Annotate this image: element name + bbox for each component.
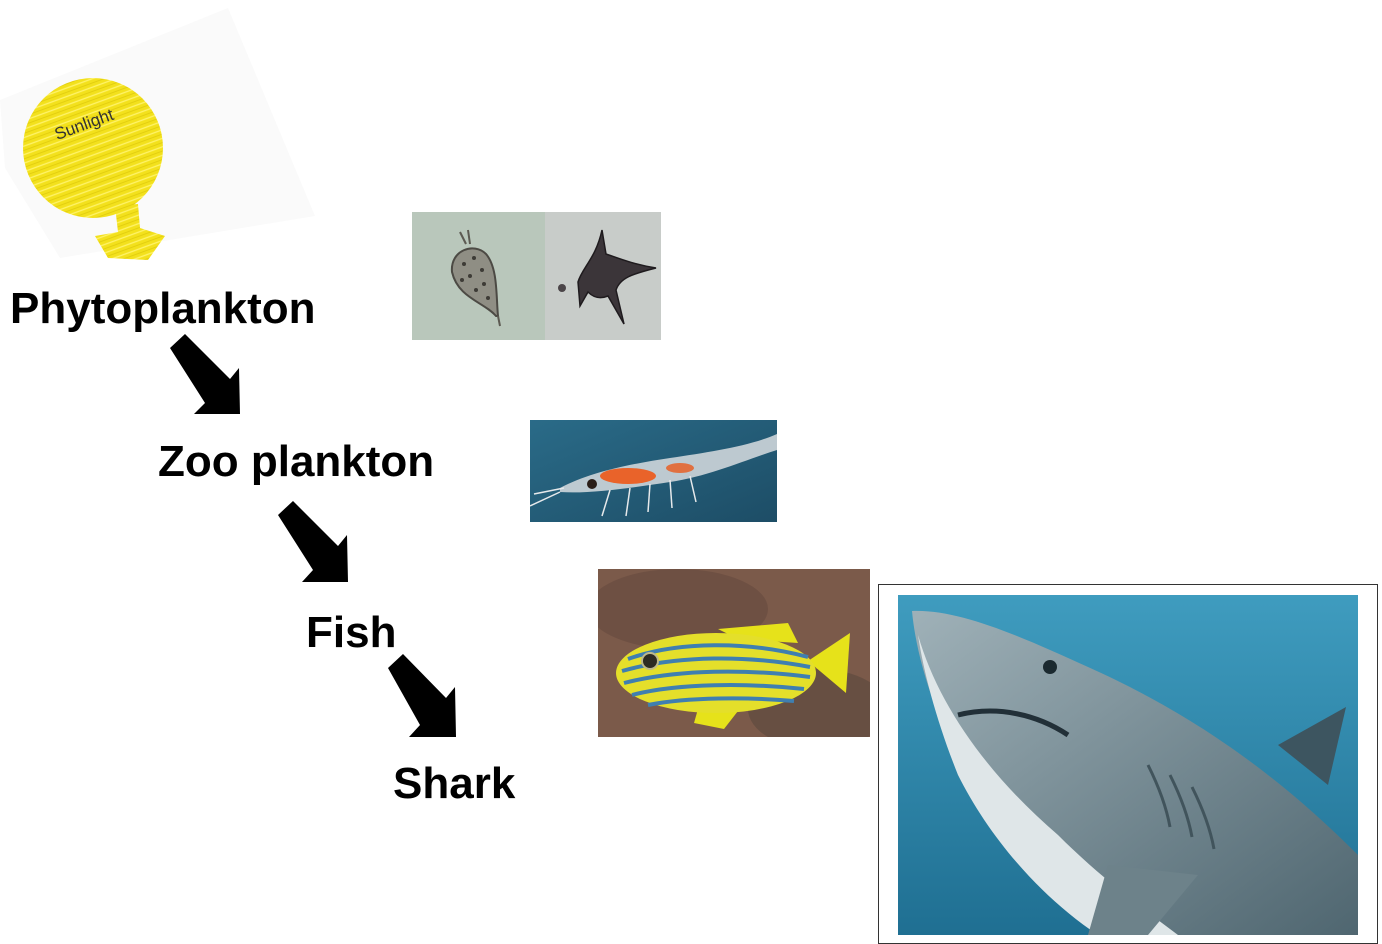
fish-photo <box>598 569 870 737</box>
arrow-fish-to-shark <box>388 654 456 737</box>
zooplankton-photo <box>530 420 777 522</box>
arrow-zoo-to-fish <box>278 501 348 582</box>
phytoplankton-photo <box>412 212 661 340</box>
arrow-phyto-to-zoo <box>170 334 240 414</box>
shark-photo <box>898 595 1358 935</box>
